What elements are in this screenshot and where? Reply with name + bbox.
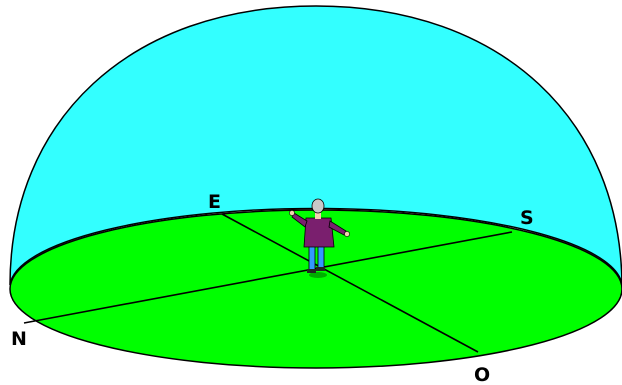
label-south: S (520, 207, 534, 229)
label-west: O (474, 364, 490, 385)
label-east: E (208, 191, 221, 213)
sky-dome (9, 5, 622, 290)
standing-person-icon (289, 198, 350, 278)
north-south-line (23, 231, 513, 324)
label-north: N (11, 328, 27, 350)
east-west-line (221, 213, 479, 353)
